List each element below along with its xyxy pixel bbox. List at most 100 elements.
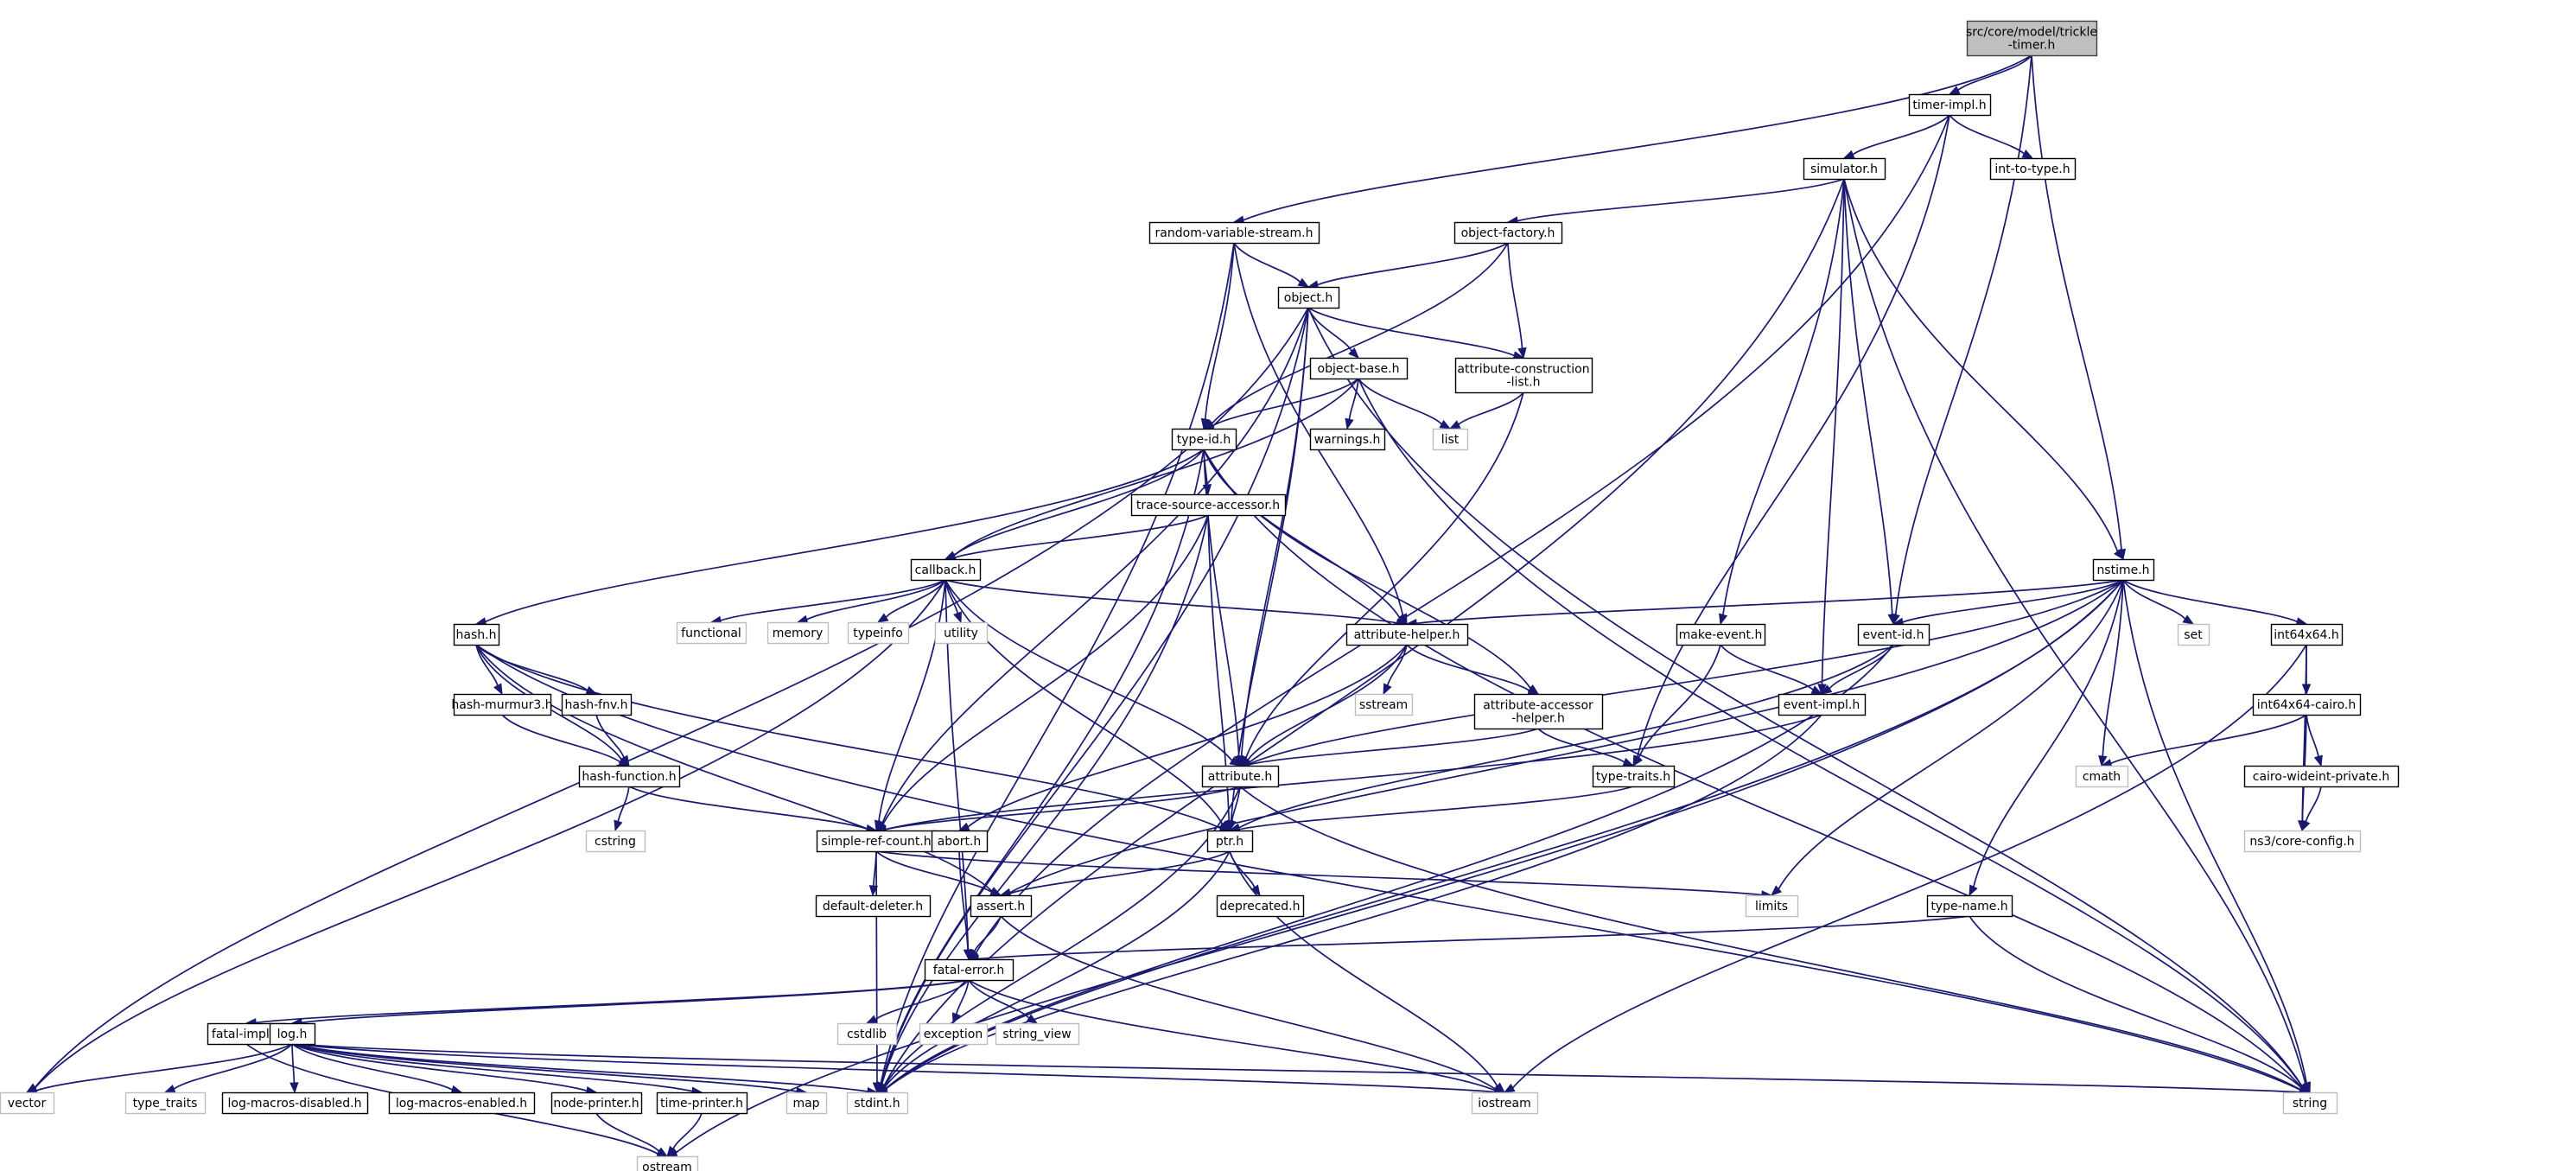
node-hash[interactable]: hash.h [453,623,500,646]
edge-callback-to-memory [806,579,946,621]
node-box-time-printer [656,1091,748,1115]
node-node-printer[interactable]: node-printer.h [550,1091,643,1115]
node-label-utility: utility [944,627,978,640]
node-box-int64x64 [2270,623,2344,646]
node-int64x64-cairo[interactable]: int64x64-cairo.h [2252,693,2362,716]
node-log-macros-enabled[interactable]: log-macros-enabled.h [388,1091,536,1115]
node-root[interactable]: src/core/model/trickle-timer.h [1966,20,2098,57]
node-log-macros-disabled[interactable]: log-macros-disabled.h [221,1091,369,1115]
node-label-attribute-construction-list: -list.h [1507,376,1541,390]
node-assert[interactable]: assert.h [970,894,1033,918]
node-trace-source-accessor[interactable]: trace-source-accessor.h [1130,493,1287,517]
node-box-list [1432,428,1469,451]
edge-nstime-to-set [2122,579,2186,620]
graph-nodes: src/core/model/trickle-timer.h timer-impl… [0,20,2400,1171]
node-event-impl[interactable]: event-impl.h [1778,693,1867,716]
node-box-event-impl [1778,693,1867,716]
edge-type-traits-to-ptr [1238,786,1634,831]
edge-simulator-to-event-impl [1821,178,1845,685]
node-attribute-accessor-helper[interactable]: attribute-accessor-helper.h [1473,693,1604,730]
node-fatal-error[interactable]: fatal-error.h [924,958,1014,982]
node-cairo-wideint-private[interactable]: cairo-wideint-private.h [2243,765,2400,788]
node-label-abort: abort.h [938,835,982,849]
edge-time-printer-to-ostream [672,1112,703,1149]
node-attribute-helper[interactable]: attribute-helper.h [1345,623,1469,646]
node-warnings[interactable]: warnings.h [1309,428,1386,451]
edge-log-to-iostream [291,1043,1496,1093]
node-box-limits [1745,894,1799,918]
node-box-int-to-type [1989,157,2077,181]
node-simulator[interactable]: simulator.h [1803,157,1886,181]
edge-hash-function-to-simple-ref-count [628,786,868,830]
edge-log-to-map [291,1043,798,1092]
node-event-id[interactable]: event-id.h [1857,623,1930,646]
node-type-traits[interactable]: type-traits.h [1592,765,1676,788]
node-object-factory[interactable]: object-factory.h [1453,221,1563,245]
edge-root-to-timer-impl [1957,54,2032,91]
node-attribute[interactable]: attribute.h [1201,765,1280,788]
node-int64x64[interactable]: int64x64.h [2270,623,2344,646]
node-hash-fnv[interactable]: hash-fnv.h [561,693,633,716]
node-int-to-type[interactable]: int-to-type.h [1989,157,2077,181]
node-stdint: stdint.h [846,1091,909,1115]
node-label-simulator: simulator.h [1810,162,1878,176]
edge-arrowhead-log-to-log-macros-disabled [289,1082,299,1094]
node-attribute-construction-list[interactable]: attribute-construction-list.h [1454,357,1593,394]
node-label-node-printer: node-printer.h [553,1097,639,1111]
node-object-base[interactable]: object-base.h [1309,357,1409,380]
node-type-name[interactable]: type-name.h [1926,894,2013,918]
edge-arrowhead-type-id-to-trace-source-accessor [1202,484,1212,496]
edge-callback-to-simple-ref-count [878,579,946,822]
edge-arrowhead-ptr-to-stdint [875,1083,888,1093]
node-deprecated[interactable]: deprecated.h [1216,894,1305,918]
node-simple-ref-count[interactable]: simple-ref-count.h [816,830,938,853]
edge-fatal-error-to-fatal-impl [255,979,970,1024]
edge-simulator-to-object-factory [1517,178,1845,222]
node-box-assert [970,894,1033,918]
edge-log-to-type_traits [173,1043,293,1090]
edge-fatal-error-to-exception [955,979,970,1015]
node-type-id[interactable]: type-id.h [1171,428,1237,451]
node-box-ns3-core-config [2243,830,2362,853]
node-callback[interactable]: callback.h [910,558,982,582]
edge-arrowhead-callback-to-typeinfo [876,613,889,623]
edge-arrowhead-fatal-error-to-exception [951,1012,961,1025]
edge-simulator-to-make-event [1722,178,1845,615]
node-string_view: string_view [995,1022,1080,1046]
node-timer-impl[interactable]: timer-impl.h [1908,93,1992,117]
edge-nstime-to-type-name [1972,579,2124,888]
node-nstime[interactable]: nstime.h [2092,558,2155,582]
edge-type-id-to-attribute-helper [1203,449,1401,619]
node-label-object-factory: object-factory.h [1461,226,1555,240]
edge-arrowhead-hash-fnv-to-hash-function [620,754,630,767]
edge-attribute-to-ptr [1231,786,1241,822]
node-box-event-id [1857,623,1930,646]
edge-object-to-attribute [1240,307,1309,757]
node-random-variable-stream[interactable]: random-variable-stream.h [1148,221,1320,245]
node-cstdlib: cstdlib [836,1022,898,1046]
edge-arrowhead-time-printer-to-ostream [666,1145,677,1158]
node-box-nstime [2092,558,2155,582]
node-label-int64x64: int64x64.h [2274,628,2339,642]
edge-callback-to-functional [720,579,946,621]
node-time-printer[interactable]: time-printer.h [656,1091,748,1115]
node-log[interactable]: log.h [269,1022,316,1046]
node-ptr[interactable]: ptr.h [1206,830,1254,853]
node-type_traits: type_traits [124,1091,207,1115]
node-make-event[interactable]: make-event.h [1676,623,1766,646]
node-box-int64x64-cairo [2252,693,2362,716]
node-default-deleter[interactable]: default-deleter.h [815,894,932,918]
edge-int64x64-cairo-to-cmath [2110,714,2307,765]
node-label-int64x64-cairo: int64x64-cairo.h [2257,698,2356,712]
node-hash-murmur3[interactable]: hash-murmur3.h [451,693,553,716]
node-box-functional [676,621,747,645]
edge-callback-to-attribute-helper [945,579,1398,624]
edge-nstime-to-ostream [675,579,2124,1154]
edge-object-base-to-string [1358,378,2303,1087]
node-object[interactable]: object.h [1277,286,1340,309]
node-abort[interactable]: abort.h [931,830,989,853]
node-hash-function[interactable]: hash-function.h [578,765,681,788]
edge-attribute-accessor-helper-to-attribute [1249,728,1539,766]
edge-trace-source-accessor-to-callback [954,514,1209,558]
edge-arrowhead-fatal-error-to-string_view [1026,1014,1039,1024]
